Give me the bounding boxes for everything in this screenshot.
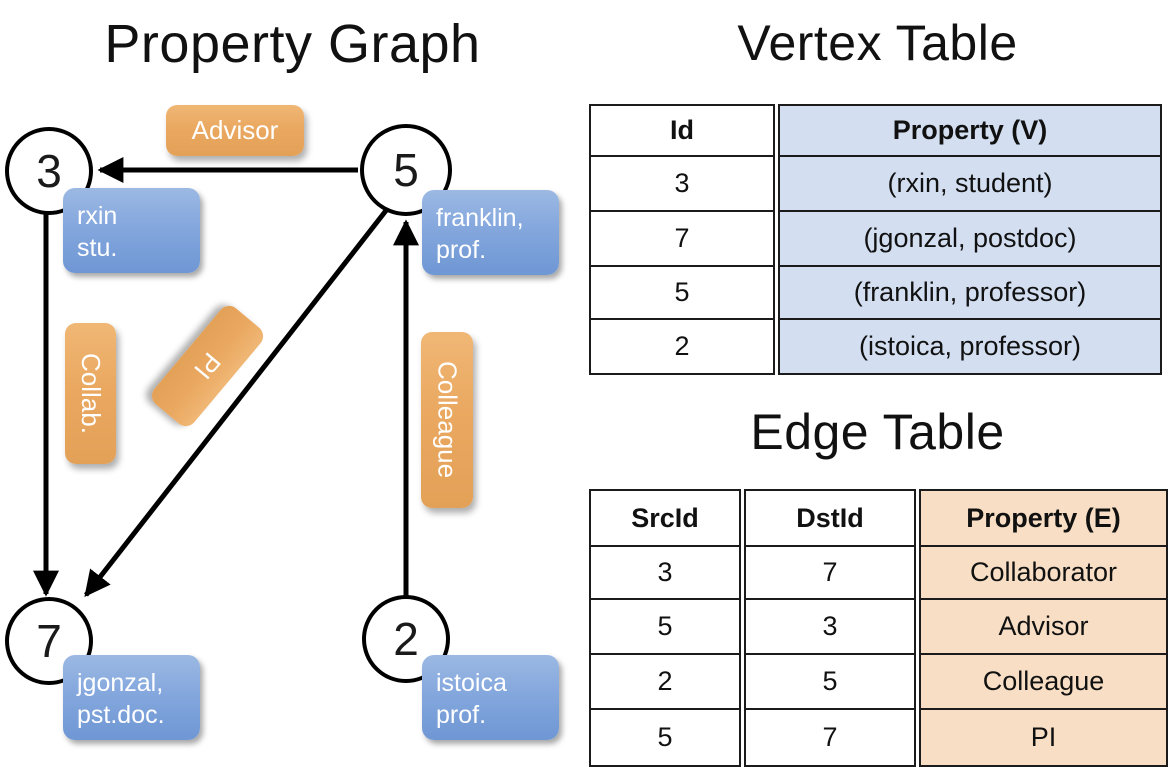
vertex-table-cell-property: (franklin, professor) xyxy=(780,267,1160,320)
node-property-line: rxin xyxy=(77,202,118,230)
edge-table-cell-dstid: 7 xyxy=(822,722,838,752)
edge-table-cell-dstid: 7 xyxy=(746,547,914,600)
vertex-table-cell-id: 5 xyxy=(591,267,773,320)
edge-table-header-srcid: SrcId xyxy=(591,491,739,547)
vertex-table-cell-id: 3 xyxy=(591,157,773,212)
page-title-property-graph: Property Graph xyxy=(104,14,481,74)
property-graph-diagram: 3 5 7 2 rxin stu. franklin, prof. jgonza… xyxy=(0,0,585,760)
vertex-table-cell-id: 2 xyxy=(674,331,690,361)
edge-table-header-dstid: DstId xyxy=(746,491,914,547)
edge-label-advisor: Advisor xyxy=(166,105,304,156)
node-property-box-3: rxin stu. xyxy=(63,188,200,273)
node-property-line: istoica xyxy=(436,669,507,697)
node-property-line: prof. xyxy=(436,236,487,264)
edge-table-cell-property: Collaborator xyxy=(921,547,1166,600)
edge-table-cell-property: Advisor xyxy=(921,600,1166,655)
edge-table-cell-property: PI xyxy=(921,710,1166,765)
edge-table-column-srcid: SrcId 3 5 2 5 xyxy=(589,489,741,767)
edge-line-pi xyxy=(84,206,390,598)
node-property-line: pst.doc. xyxy=(77,701,165,729)
node-property-line: prof. xyxy=(436,701,487,729)
edge-table-column-dstid: DstId 7 3 5 7 xyxy=(744,489,916,767)
vertex-table-column-id: Id 3 7 5 2 xyxy=(589,104,775,375)
edge-label-colleague: Colleague xyxy=(421,332,473,508)
vertex-table-cell-property: (rxin, student) xyxy=(780,157,1160,212)
edge-table-cell-dstid: 5 xyxy=(746,655,914,710)
vertex-table-cell-id: 7 xyxy=(591,212,773,267)
vertex-table-cell-property: (istoica, professor) xyxy=(780,320,1160,373)
edge-table-cell-srcid: 2 xyxy=(591,655,739,710)
vertex-table: Id 3 7 5 2 Property (V) (rxin, student) … xyxy=(589,104,1162,375)
edge-table-column-property: Property (E) Collaborator Advisor Collea… xyxy=(919,489,1168,767)
edge-table-cell-srcid: 3 xyxy=(591,547,739,600)
node-property-box-5: franklin, prof. xyxy=(422,190,559,275)
edge-table-header-property: Property (E) xyxy=(921,491,1166,547)
edge-table-cell-srcid: 5 xyxy=(591,600,739,655)
edge-table-cell-dstid: 3 xyxy=(746,600,914,655)
vertex-table-header-property: Property (V) xyxy=(780,106,1160,157)
graph-edge-lines xyxy=(33,157,419,598)
edge-table-cell-property: Colleague xyxy=(921,655,1166,710)
graph-node-2[interactable]: 2 xyxy=(362,595,450,683)
node-property-line: stu. xyxy=(77,234,118,262)
vertex-table-cell-property: (jgonzal, postdoc) xyxy=(780,212,1160,267)
graph-node-5[interactable]: 5 xyxy=(360,124,452,216)
vertex-table-header-id: Id xyxy=(591,106,773,157)
page-title-vertex-table: Vertex Table xyxy=(737,15,1018,71)
edge-table: SrcId 3 5 2 5 DstId 7 3 5 7 Property (E)… xyxy=(589,489,1168,767)
edge-label-collab: Collab. xyxy=(65,323,116,464)
page-title-edge-table: Edge Table xyxy=(750,404,1005,460)
edge-table-cell-srcid: 5 xyxy=(657,722,673,752)
vertex-table-column-property: Property (V) (rxin, student) (jgonzal, p… xyxy=(778,104,1162,375)
node-property-box-7: jgonzal, pst.doc. xyxy=(63,655,200,740)
node-property-line: franklin, xyxy=(436,204,524,232)
node-property-line: jgonzal, xyxy=(77,669,164,697)
node-property-box-2: istoica prof. xyxy=(422,655,559,740)
